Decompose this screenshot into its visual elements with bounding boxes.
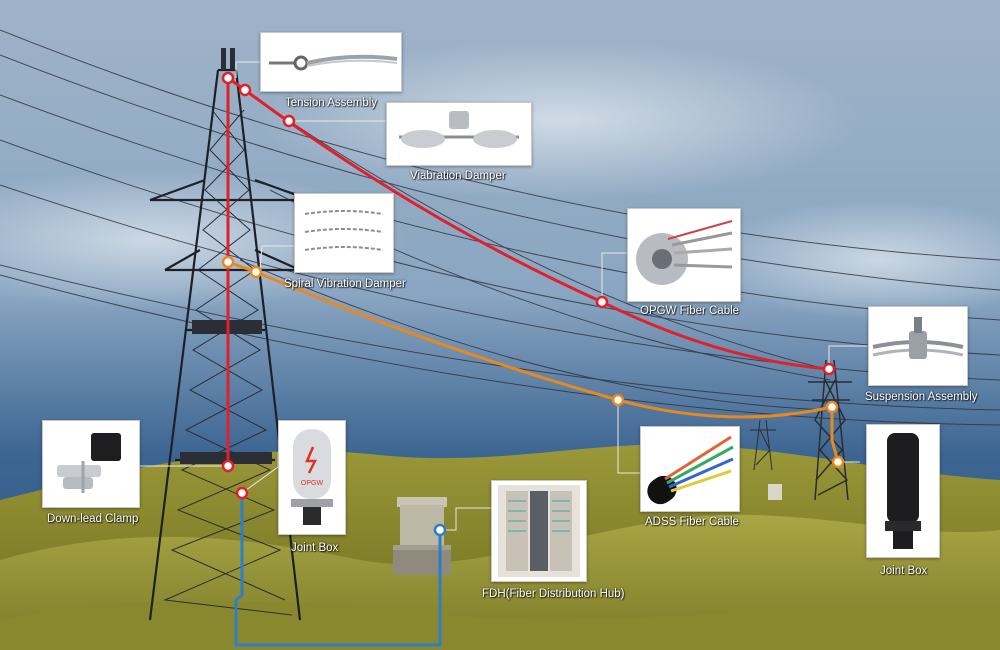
joint-box-right-photo — [866, 424, 940, 558]
distant-tower-small — [750, 419, 776, 471]
marker-tension-top — [221, 71, 235, 85]
suspension-assembly-image — [872, 317, 964, 359]
joint-box-left-photo: OPGW — [278, 420, 346, 535]
opgw-fiber-cable-image — [636, 220, 733, 285]
joint-box-marking: OPGW — [301, 480, 324, 487]
suspension-assembly-label: Suspension Assembly — [865, 391, 978, 403]
down-lead-clamp-image — [57, 433, 121, 493]
connection-markers — [221, 71, 845, 537]
suspension-assembly-photo — [868, 306, 968, 386]
adss-cable-line — [830, 407, 840, 463]
fdh-image — [498, 485, 580, 577]
hill-front — [0, 600, 1000, 650]
joint-box-left-label: Joint Box — [291, 542, 339, 554]
vibration-damper-image — [399, 111, 519, 148]
opgw-fiber-cable-label: OPGW Fiber Cable — [640, 305, 740, 317]
tension-assembly-image — [269, 54, 398, 71]
fdh-photo — [491, 480, 587, 582]
fdh-label: FDH(Fiber Distribution Hub) — [482, 588, 625, 600]
vibration-damper-label: Viabration Damper — [410, 170, 506, 182]
marker-joint-box-right — [831, 455, 845, 469]
tension-assembly-photo — [260, 32, 402, 92]
marker-spiral-1 — [221, 255, 235, 269]
spiral-vibration-damper-photo — [294, 193, 394, 273]
marker-tension — [238, 83, 252, 97]
power-conductors — [0, 29, 1000, 426]
marker-suspension-adss — [825, 400, 839, 414]
distant-cabinet — [768, 484, 782, 500]
marker-adss — [611, 393, 625, 407]
fiber-route-line — [234, 493, 442, 647]
spiral-vibration-damper-label: Spiral Vibration Damper — [284, 278, 406, 290]
marker-vibration-damper — [282, 114, 296, 128]
vibration-damper-photo — [386, 102, 532, 166]
joint-box-left-image: OPGW — [291, 429, 333, 525]
tower-peak — [221, 48, 235, 70]
marker-suspension — [822, 362, 836, 376]
tension-assembly-label: Tension Assembly — [285, 97, 378, 109]
marker-spiral-2 — [249, 265, 263, 279]
distant-tower-right — [808, 359, 852, 501]
cloud — [700, 200, 1000, 320]
marker-fdh — [433, 523, 447, 537]
opgw-fiber-cable-photo — [627, 208, 741, 302]
down-lead-clamp-label: Down-lead Clamp — [47, 513, 139, 525]
adss-cable-line — [227, 260, 833, 419]
tower-crossarm-box — [180, 452, 272, 464]
spiral-vibration-damper-image — [304, 210, 384, 251]
marker-opgw — [595, 295, 609, 309]
marker-down-lead — [221, 459, 235, 473]
marker-joint-box-left — [235, 486, 249, 500]
adss-fiber-cable-image — [647, 435, 734, 505]
opgw-cable-line — [244, 88, 830, 371]
fdh-cabinet-scene — [393, 497, 451, 575]
adss-fiber-cable-photo — [640, 426, 740, 512]
adss-fiber-cable-label: ADSS Fiber Cable — [645, 516, 739, 528]
joint-box-right-label: Joint Box — [880, 565, 928, 577]
down-lead-clamp-photo — [42, 420, 140, 508]
joint-box-right-image — [885, 433, 921, 549]
